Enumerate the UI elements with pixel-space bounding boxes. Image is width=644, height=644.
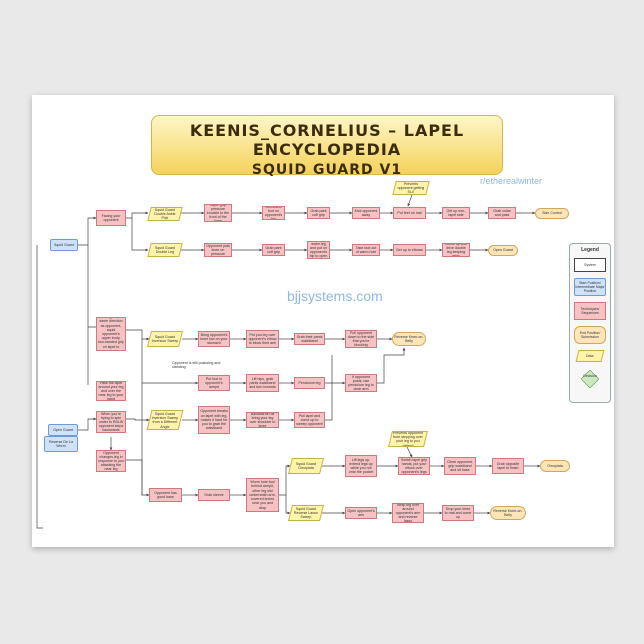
legend-start-position: Start Position/ Intermediate Major Posit… <box>574 278 606 296</box>
poster: KEENIS_CORNELIUS – LAPEL ENCYCLOPEDIA SQ… <box>32 95 614 547</box>
node-pull-lapel-sweep[interactable]: Pull lapel and come up to sweep opponent <box>294 412 325 428</box>
legend-system: System <box>574 258 606 272</box>
node-grab-collar-pass[interactable]: Grab collar and pass <box>488 207 516 219</box>
node-sg-inversion-sweep-angle[interactable]: Squid Guard Inversion Sweep from a Diffe… <box>146 410 184 430</box>
node-non-main-foot[interactable]: Non-warm foot on opponent's hip <box>262 206 285 220</box>
legend-title: Legend <box>581 247 599 253</box>
title-banner: KEENIS_CORNELIUS – LAPEL ENCYCLOPEDIA SQ… <box>151 115 503 178</box>
node-sg-inversion-sweep[interactable]: Squid Guard Inversion Sweep <box>147 331 183 347</box>
node-kick-opponent-away[interactable]: Kick opponent away <box>352 207 380 219</box>
title-main: KEENIS_CORNELIUS – LAPEL ENCYCLOPEDIA <box>189 121 465 159</box>
node-lift-legs-extend[interactable]: Lift legs up, extend legs up while you r… <box>345 455 377 477</box>
node-squid-guard[interactable]: Squid Guard <box>50 239 78 251</box>
node-grab-sleeve[interactable]: Grab sleeve <box>198 489 230 501</box>
reddit-watermark: r/etherealwinter <box>480 176 543 186</box>
node-drop-knee-to-mat[interactable]: Drop your knee to mat and come up <box>442 505 474 521</box>
title-subtitle: SQUID GUARD V1 <box>251 162 403 178</box>
node-sg-double-ankle-pick[interactable]: Squid Guard Double Ankle Pick <box>147 207 183 221</box>
node-if-opponent-posts[interactable]: If opponent posts, use pendulum leg to c… <box>345 374 377 392</box>
node-pass-lapel[interactable]: Pass the lapel around your leg and over … <box>96 381 126 401</box>
node-when-trying-to-spin[interactable]: When you're trying to spin under to RDLW… <box>96 411 126 433</box>
node-opponent-puts-knee[interactable]: Opponent puts knee on pressure <box>204 243 232 257</box>
node-grab-pant-grip[interactable]: Grab pant cuff grip <box>307 207 330 219</box>
node-lift-hips-grab[interactable]: Lift hips, grab pants waistband and turn… <box>246 374 279 392</box>
node-grab-pant-cuff[interactable]: Grab pant cuff grip <box>262 244 285 256</box>
node-opponent-breaks-lapel[interactable]: Opponent breaks on lapel with leg, makes… <box>198 406 230 434</box>
node-prevents-grip-slx: Prevents opponent getting SLX <box>392 181 430 195</box>
node-sg-reverse-lasso[interactable]: Squid Guard Reverse Lasso Sweep <box>288 505 324 521</box>
flow-connectors <box>36 194 541 529</box>
legend-data: Data <box>575 350 605 362</box>
node-come-up-double-leg[interactable]: Come up and drive double leg keeping gri… <box>442 243 470 257</box>
node-pendulum-leg[interactable]: Pendulum leg <box>294 377 325 389</box>
legend-decision: Decision <box>583 374 597 378</box>
legend-techniques: Techniques/ Sequences <box>574 302 606 320</box>
note-opponent-still-posturing: Opponent is still posturing and standing <box>172 361 221 370</box>
node-grab-opposite-lapel[interactable]: Grab opposite lapel to finish <box>492 458 524 474</box>
node-take-foot-out[interactable]: Take foot out of warm hole <box>352 244 380 256</box>
legend-panel: Legend System Start Position/ Intermedia… <box>569 243 611 403</box>
node-wrap-leg-over[interactable]: Wrap leg over around opponent's arm and … <box>392 503 424 523</box>
node-side-control[interactable]: Side Control <box>535 208 569 219</box>
node-facing-same-direction[interactable]: Facing in the same direction as opponent… <box>96 317 126 351</box>
node-pull-opponent-down[interactable]: Pull opponent down to the side that you'… <box>345 330 377 348</box>
node-opponent-changes-leg[interactable]: Opponent changes leg in response to you … <box>96 450 126 472</box>
node-worm-hole-foot[interactable]: Worm hole foot behind armpit, other leg … <box>246 478 279 512</box>
node-bring-opponents-knee[interactable]: Bring opponent's knee low on your stomac… <box>198 331 230 347</box>
node-reverse-de-la-worm[interactable]: Reverse De La Worm <box>44 436 78 452</box>
node-get-up-to-elbows[interactable]: Get up to elbows <box>393 244 426 256</box>
node-open-guard-end[interactable]: Open Guard <box>488 245 518 256</box>
node-reverse-knee-belly-2[interactable]: Reverse Knee-on-Belly <box>490 506 526 520</box>
site-watermark: bjjsystems.com <box>287 288 383 304</box>
node-lapel-grip-pressure[interactable]: Lapel grip pressure knuckle to the front… <box>204 204 232 222</box>
node-put-leg-over-arm[interactable]: Put you leg over opponent's elbow to blo… <box>246 330 279 348</box>
legend-end-position: End Position/ Submission <box>574 326 606 344</box>
node-open-guard[interactable]: Open Guard <box>48 424 78 436</box>
node-omoplata[interactable]: Omoplata <box>540 460 570 472</box>
node-open-opponents-arm[interactable]: Open opponent's arm <box>345 507 377 519</box>
node-reverse-knee-belly[interactable]: Reverse Knee-on-Belly <box>392 332 426 346</box>
node-opponent-good-base[interactable]: Opponent has good base <box>149 488 182 502</box>
node-sg-double-leg[interactable]: Squid Guard Double Leg <box>147 243 183 257</box>
node-prevents-stepping-over: Prevents opponent from stepping over you… <box>388 431 428 447</box>
legend-decision-diamond <box>581 370 599 388</box>
node-put-foot-in-armpit[interactable]: Put foot in opponent's armpit <box>198 375 230 391</box>
node-backwards-roll[interactable]: Backwards roll bring your leg over shoul… <box>246 412 279 428</box>
node-get-up-non-lapel[interactable]: Get up non-lapel side <box>442 207 470 219</box>
node-switch-lapel-grip[interactable]: Switch lapel grip hands, put your elbow … <box>398 457 430 475</box>
node-facing-opponent[interactable]: Facing your opponent <box>96 210 126 226</box>
node-climb-opponent[interactable]: Climb opponent, grip waistband and sit b… <box>444 457 476 475</box>
node-put-feet-on-mat[interactable]: Put feet on mat <box>393 207 426 219</box>
node-sg-omoplata[interactable]: Squid Guard Omoplata <box>288 458 324 474</box>
node-grab-pant-waistband[interactable]: Grab their pants waistband <box>294 333 325 345</box>
node-use-non-warm-leg[interactable]: Use non-warm leg and put on opponent's h… <box>307 241 330 259</box>
